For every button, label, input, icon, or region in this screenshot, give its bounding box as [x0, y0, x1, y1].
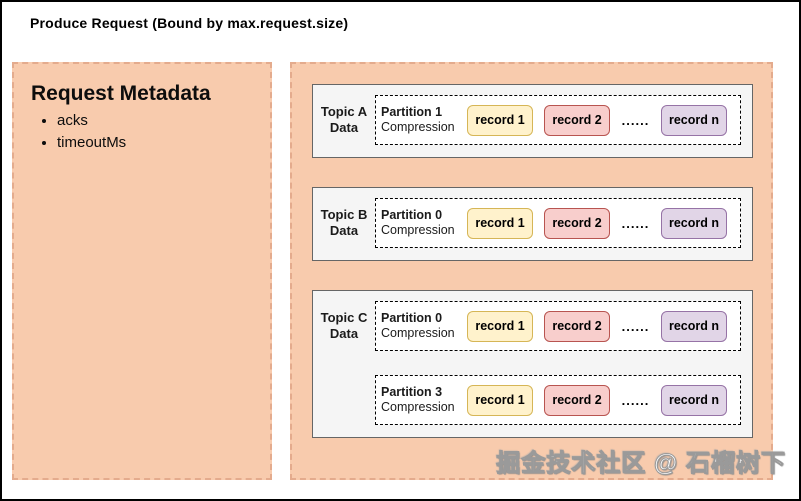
request-metadata-panel: Request Metadata acks timeoutMs: [12, 62, 272, 480]
topic-name-line2: Data: [329, 119, 359, 135]
partition-compression-label: Compression: [381, 120, 455, 134]
metadata-item-timeoutms: timeoutMs: [57, 134, 270, 151]
record-box: record 1: [467, 207, 533, 239]
record-box: record n: [661, 104, 727, 136]
metadata-heading: Request Metadata: [31, 82, 211, 105]
metadata-list: acks timeoutMs: [57, 112, 270, 151]
record-box: record 2: [544, 207, 610, 239]
topic-name: Topic A: [320, 104, 368, 119]
record-box: record n: [661, 310, 727, 342]
topic-name: Topic C: [320, 310, 368, 325]
partition-name: Partition 0: [381, 207, 443, 222]
topic-name-line2: Data: [329, 325, 359, 341]
partition-name: Partition 1: [381, 104, 443, 119]
diagram-title: Produce Request (Bound by max.request.si…: [30, 15, 349, 31]
ellipsis-more-records: ......: [621, 318, 650, 334]
partition-name: Partition 0: [381, 310, 443, 325]
record-box: record 2: [544, 104, 610, 136]
ellipsis-more-records: ......: [621, 112, 650, 128]
record-box: record 2: [544, 384, 610, 416]
record-box: record 1: [467, 104, 533, 136]
topic-name: Topic B: [320, 207, 368, 222]
topic-name-line2: Data: [329, 222, 359, 238]
metadata-item-acks: acks: [57, 112, 270, 129]
partition-compression-label: Compression: [381, 400, 455, 414]
partition-compression-label: Compression: [381, 326, 455, 340]
record-box: record 2: [544, 310, 610, 342]
record-box: record 1: [467, 384, 533, 416]
partition-compression-label: Compression: [381, 223, 455, 237]
record-box: record n: [661, 207, 727, 239]
ellipsis-more-records: ......: [621, 215, 650, 231]
partition-name: Partition 3: [381, 384, 443, 399]
record-box: record n: [661, 384, 727, 416]
ellipsis-more-records: ......: [621, 392, 650, 408]
record-box: record 1: [467, 310, 533, 342]
watermark: 掘金技术社区 @ 石榴树下: [496, 450, 786, 478]
